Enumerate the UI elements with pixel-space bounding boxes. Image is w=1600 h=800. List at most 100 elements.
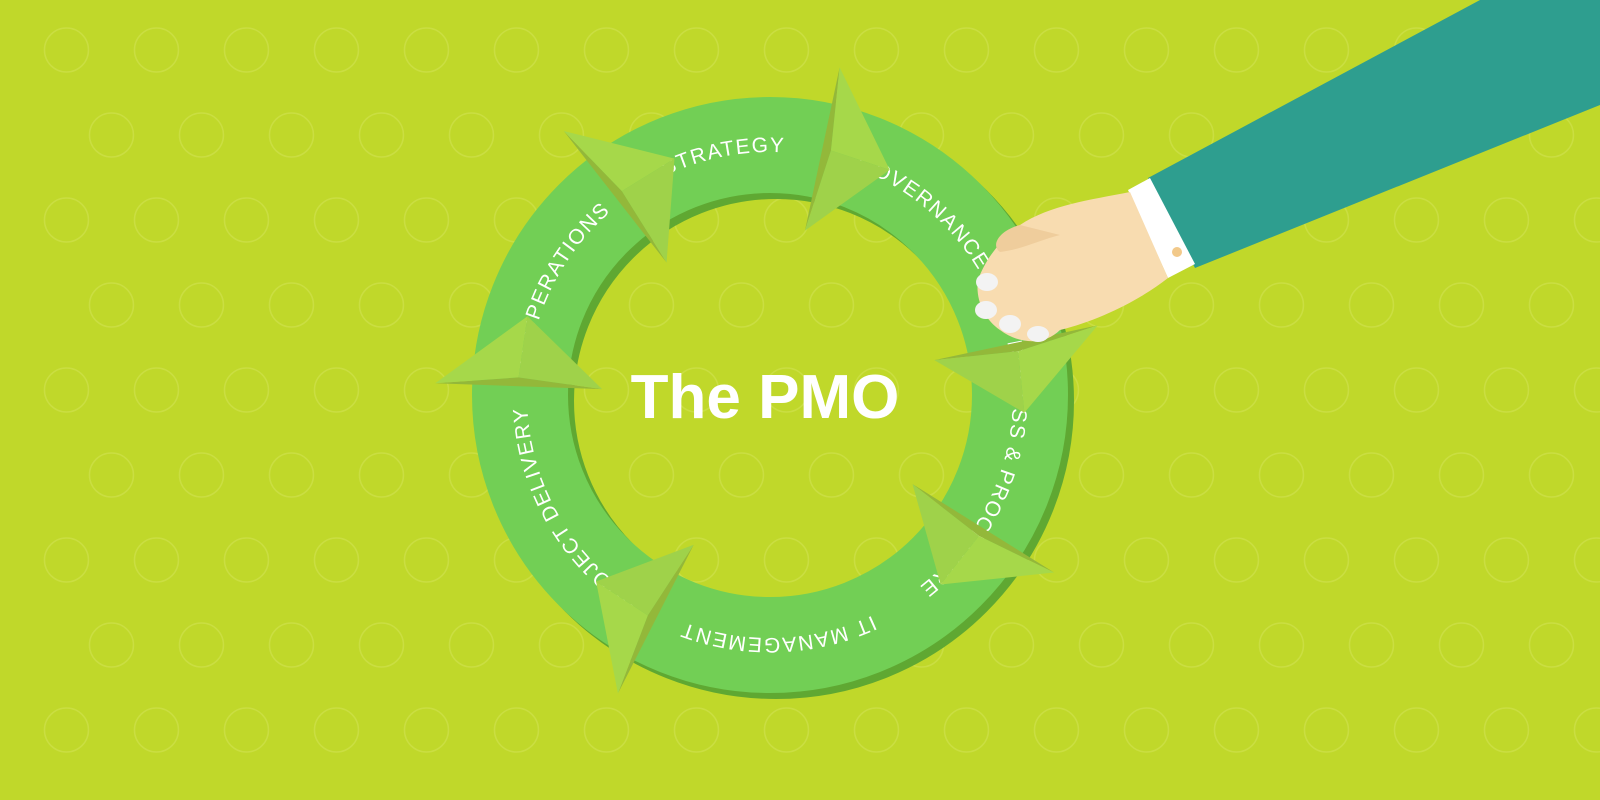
pattern-icon xyxy=(1348,622,1395,668)
pattern-icon xyxy=(43,197,90,243)
pattern-icon xyxy=(1123,367,1170,413)
pattern-icon xyxy=(223,27,270,73)
pattern-icon xyxy=(763,197,810,243)
pattern-icon xyxy=(1573,367,1600,413)
pattern-icon xyxy=(808,282,855,328)
pattern-icon xyxy=(1123,537,1170,583)
pattern-icon xyxy=(898,282,945,328)
pattern-icon xyxy=(1438,282,1485,328)
cycle-arrows xyxy=(435,67,1098,694)
pattern-icon xyxy=(358,622,405,668)
pattern-icon xyxy=(1033,707,1080,753)
arrow-icon xyxy=(435,377,603,390)
pattern-icon xyxy=(1528,282,1575,328)
pattern-icon xyxy=(988,112,1035,158)
pattern-icon xyxy=(1213,27,1260,73)
pattern-icon xyxy=(403,27,450,73)
pattern-icon xyxy=(358,452,405,498)
pattern-icon xyxy=(403,197,450,243)
pattern-icon xyxy=(1213,537,1260,583)
pattern-icon xyxy=(1033,27,1080,73)
pattern-icon xyxy=(583,27,630,73)
pattern-icon xyxy=(1348,452,1395,498)
pattern-icon xyxy=(1213,367,1260,413)
pattern-icon xyxy=(223,197,270,243)
pattern-icon xyxy=(718,282,765,328)
pattern-icon xyxy=(1573,197,1600,243)
pattern-icon xyxy=(223,537,270,583)
pattern-icon xyxy=(1528,622,1575,668)
pattern-icon xyxy=(853,707,900,753)
pattern-icon xyxy=(448,112,495,158)
pattern-icon xyxy=(403,537,450,583)
pattern-icon xyxy=(1258,282,1305,328)
pattern-icon xyxy=(1303,537,1350,583)
pattern-icon xyxy=(313,367,360,413)
pattern-icon xyxy=(448,622,495,668)
pattern-icon xyxy=(628,452,675,498)
pattern-icon xyxy=(763,707,810,753)
pattern-icon xyxy=(43,707,90,753)
pattern-icon xyxy=(583,367,630,413)
pattern-icon xyxy=(763,367,810,413)
pattern-icon xyxy=(403,367,450,413)
pattern-icon xyxy=(943,27,990,73)
pattern-icon xyxy=(313,537,360,583)
pattern-icon xyxy=(1258,622,1305,668)
pattern-icon xyxy=(43,367,90,413)
pattern-icon xyxy=(1393,197,1440,243)
pattern-icon xyxy=(673,707,720,753)
pattern-icon xyxy=(493,707,540,753)
arrow-icon xyxy=(617,544,694,694)
pattern-icon xyxy=(1528,452,1575,498)
pattern-icon xyxy=(718,452,765,498)
pattern-icon xyxy=(1393,367,1440,413)
pattern-icon xyxy=(1303,367,1350,413)
pattern-icon xyxy=(1078,112,1125,158)
pattern-icon xyxy=(313,27,360,73)
pattern-icon xyxy=(358,282,405,328)
arrow-icon xyxy=(435,316,528,384)
thumb xyxy=(996,225,1060,252)
pattern-icon xyxy=(1123,27,1170,73)
pattern-icon xyxy=(1258,452,1305,498)
pattern-icon xyxy=(1033,537,1080,583)
arrow-icon xyxy=(596,544,694,616)
arrow-icon xyxy=(830,67,890,170)
pattern-icon xyxy=(223,707,270,753)
pattern-icon xyxy=(223,367,270,413)
pattern-icon xyxy=(268,452,315,498)
arrow-icon xyxy=(518,316,603,390)
fingernail xyxy=(1027,326,1049,342)
pattern-icon xyxy=(763,27,810,73)
pattern-icon xyxy=(853,367,900,413)
fingernail xyxy=(976,273,998,291)
pattern-icon xyxy=(178,452,225,498)
pattern-icon xyxy=(178,282,225,328)
pattern-icon xyxy=(133,197,180,243)
pattern-icon xyxy=(313,707,360,753)
pattern-icon xyxy=(988,622,1035,668)
pattern-icon xyxy=(178,112,225,158)
arrow-icon xyxy=(596,581,648,694)
sleeve xyxy=(1148,0,1600,268)
cufflink xyxy=(1172,247,1182,257)
pattern-icon xyxy=(43,27,90,73)
pattern-icon xyxy=(133,367,180,413)
arrow-icon xyxy=(912,484,979,585)
pattern-icon xyxy=(1573,537,1600,583)
pattern-icon xyxy=(1483,197,1530,243)
pattern-icon xyxy=(853,27,900,73)
pattern-icon xyxy=(628,282,675,328)
pattern-icon xyxy=(88,282,135,328)
fingernail xyxy=(975,301,997,319)
arrow-icon xyxy=(934,325,1098,361)
pattern-icon xyxy=(1123,707,1170,753)
pattern-icon xyxy=(1168,282,1215,328)
pattern-icon xyxy=(1078,622,1125,668)
pattern-icon xyxy=(268,112,315,158)
pattern-icon xyxy=(808,452,855,498)
arrow-icon xyxy=(563,131,667,263)
page-title: The PMO xyxy=(631,363,900,432)
